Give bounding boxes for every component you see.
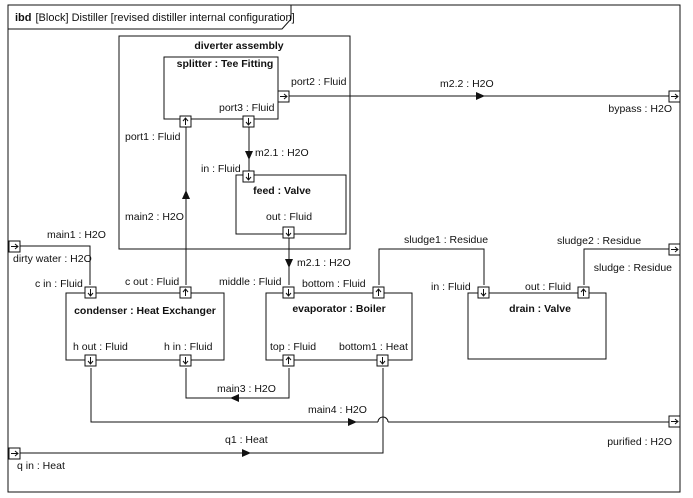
feed-label: feed : Valve <box>253 185 311 197</box>
frame-header: ibd [Block] Distiller [revised distiller … <box>15 12 295 24</box>
port-evaporator-top[interactable] <box>282 354 295 367</box>
sludge-label: sludge : Residue <box>594 262 672 274</box>
feed-in-label: in : Fluid <box>201 163 241 175</box>
flow-arrow-main4 <box>348 418 357 426</box>
flow-main2-label: main2 : H2O <box>125 211 184 223</box>
evaporator-box[interactable] <box>265 292 413 361</box>
port-drain-in[interactable] <box>477 286 490 299</box>
flow-arrow-main3 <box>230 394 239 402</box>
feed-box[interactable] <box>235 174 347 235</box>
port-condenser-cout[interactable] <box>179 286 192 299</box>
frame-header-tab <box>8 5 292 30</box>
flow-m22-label: m2.2 : H2O <box>440 78 494 90</box>
flow-arrow-m21b <box>285 259 293 268</box>
flow-arrow-m22 <box>476 92 485 100</box>
bottom1-label: bottom1 : Heat <box>339 341 408 353</box>
port-condenser-hout[interactable] <box>84 354 97 367</box>
top-label: top : Fluid <box>270 341 316 353</box>
middle-label: middle : Fluid <box>219 276 282 288</box>
port-evaporator-bottom1[interactable] <box>376 354 389 367</box>
port-feed-in[interactable] <box>242 170 255 183</box>
flow-main1-label: main1 : H2O <box>47 229 106 241</box>
flow-arrow-m21a <box>245 151 253 160</box>
flow-sludge2-label: sludge2 : Residue <box>557 235 641 247</box>
port-evaporator-middle[interactable] <box>282 286 295 299</box>
port-condenser-cin[interactable] <box>84 286 97 299</box>
condenser-label: condenser : Heat Exchanger <box>74 305 216 317</box>
frame-title: [Block] Distiller [revised distiller int… <box>36 12 295 24</box>
port1-label: port1 : Fluid <box>125 131 181 143</box>
port3-label: port3 : Fluid <box>219 102 275 114</box>
splitter-label: splitter : Tee Fitting <box>177 58 274 70</box>
drain-in-label: in : Fluid <box>431 281 471 293</box>
port-drain-out[interactable] <box>577 286 590 299</box>
diverter-assembly-label: diverter assembly <box>194 40 283 52</box>
port-condenser-hin[interactable] <box>179 354 192 367</box>
port-splitter-port3[interactable] <box>242 115 255 128</box>
cout-label: c out : Fluid <box>125 276 179 288</box>
drain-box[interactable] <box>467 292 607 360</box>
dirty-water-label: dirty water : H2O <box>13 253 92 265</box>
splitter-box[interactable] <box>163 56 279 120</box>
bottom-label: bottom : Fluid <box>302 278 366 290</box>
flow-m21b-label: m2.1 : H2O <box>297 257 351 269</box>
bypass-label: bypass : H2O <box>608 103 672 115</box>
port-dirty-water[interactable] <box>8 240 21 253</box>
drain-out-label: out : Fluid <box>525 281 571 293</box>
purified-label: purified : H2O <box>607 436 672 448</box>
drain-label: drain : Valve <box>509 303 571 315</box>
flow-m21a-label: m2.1 : H2O <box>255 147 309 159</box>
flow-sludge1-label: sludge1 : Residue <box>404 234 488 246</box>
port-purified[interactable] <box>668 415 681 428</box>
port2-label: port2 : Fluid <box>291 76 347 88</box>
feed-out-label: out : Fluid <box>266 211 312 223</box>
port-bypass[interactable] <box>668 90 681 103</box>
port-q-in[interactable] <box>8 447 21 460</box>
port-evaporator-bottom[interactable] <box>372 286 385 299</box>
hout-label: h out : Fluid <box>73 341 128 353</box>
flow-q1-label: q1 : Heat <box>225 434 268 446</box>
port-splitter-port2[interactable] <box>277 90 290 103</box>
port-splitter-port1[interactable] <box>179 115 192 128</box>
condenser-box[interactable] <box>65 292 225 361</box>
port-feed-out[interactable] <box>282 226 295 239</box>
hin-label: h in : Fluid <box>164 341 213 353</box>
flow-arrow-main2 <box>182 190 190 199</box>
frame-kind: ibd <box>15 12 32 24</box>
q-in-label: q in : Heat <box>17 460 65 472</box>
port-sludge[interactable] <box>668 243 681 256</box>
flow-main3-label: main3 : H2O <box>217 383 276 395</box>
evaporator-label: evaporator : Boiler <box>292 303 385 315</box>
flow-main4-label: main4 : H2O <box>308 404 367 416</box>
flow-arrow-q1 <box>242 449 251 457</box>
cin-label: c in : Fluid <box>35 278 83 290</box>
